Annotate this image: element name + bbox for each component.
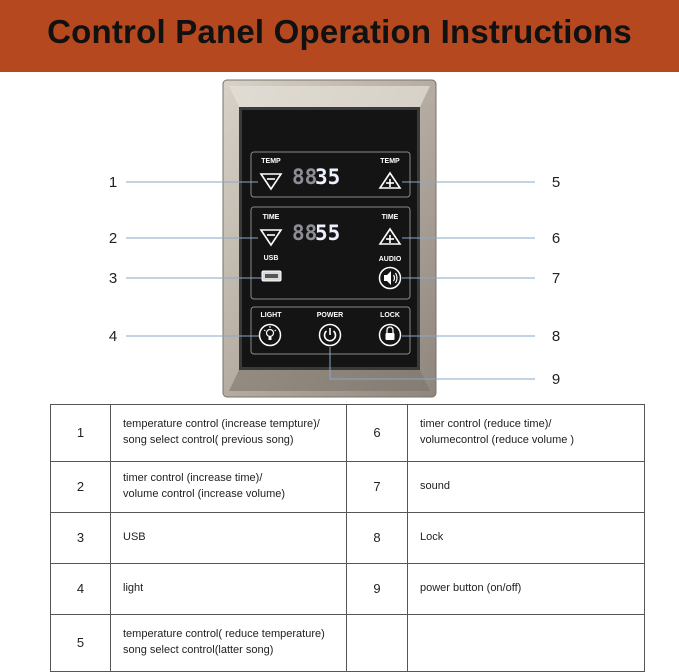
temp-display: 88 35	[292, 165, 340, 189]
callout-7: 7	[552, 270, 560, 287]
item-number: 9	[346, 563, 408, 615]
usb-icon	[261, 270, 282, 282]
time-display-value: 55	[315, 221, 340, 245]
item-description: Lock	[407, 512, 645, 564]
description-line: timer control (increase time)/	[123, 472, 263, 485]
light-button[interactable]	[258, 323, 282, 347]
svg-text:88: 88	[292, 165, 317, 189]
power-button[interactable]	[318, 323, 342, 347]
padlock-icon	[385, 326, 395, 340]
item-description: USB	[110, 512, 347, 564]
temp-group	[250, 151, 411, 198]
description-line: light	[123, 582, 144, 595]
lock-label: LOCK	[380, 312, 400, 319]
callout-3: 3	[109, 270, 117, 287]
description-line: song select control(latter song)	[123, 644, 274, 656]
power-icon	[323, 328, 337, 342]
item-number	[346, 614, 408, 672]
temp-up-label: TEMP	[380, 158, 400, 165]
temp-up-button[interactable]	[378, 171, 402, 189]
time-up-label: TIME	[382, 214, 399, 221]
title-banner: Control Panel Operation Instructions	[0, 0, 679, 72]
item-description: temperature control (increase tempture)/…	[110, 404, 347, 462]
description-line: volumecontrol (reduce volume )	[420, 434, 575, 446]
time-display: 88 55	[292, 221, 340, 245]
callout-1: 1	[109, 174, 117, 191]
time-down-button[interactable]	[259, 229, 283, 247]
description-line: timer control (reduce time)/	[420, 418, 552, 431]
item-number: 8	[346, 512, 408, 564]
usb-label: USB	[264, 255, 279, 262]
speaker-icon	[384, 271, 398, 285]
description-line: volume control (increase volume)	[123, 488, 286, 500]
table-row: 4 light 9 power button (on/off)	[50, 563, 645, 615]
time-up-button[interactable]	[378, 227, 402, 245]
description-line: USB	[123, 531, 146, 544]
usb-port[interactable]	[261, 270, 282, 282]
time-audio-group	[250, 206, 411, 300]
triangle-down-icon	[259, 173, 283, 191]
triangle-down-icon	[259, 229, 283, 247]
item-description: sound	[407, 461, 645, 513]
item-number: 2	[50, 461, 111, 513]
callout-8: 8	[552, 328, 560, 345]
svg-text:88: 88	[292, 221, 317, 245]
power-label: POWER	[317, 312, 343, 319]
item-number: 7	[346, 461, 408, 513]
description-line: song select control( previous song)	[123, 434, 294, 446]
description-line: temperature control( reduce temperature)	[123, 628, 325, 641]
control-panel-diagram: 88 35 88 55 TEMP TEMP TIME TIME USB AUDI…	[109, 79, 560, 398]
callout-2: 2	[109, 230, 117, 247]
page-title: Control Panel Operation Instructions	[47, 13, 632, 50]
callout-4: 4	[109, 328, 117, 345]
callout-6: 6	[552, 230, 560, 247]
item-number: 3	[50, 512, 111, 564]
lightbulb-icon	[263, 326, 277, 340]
lock-button[interactable]	[378, 323, 402, 347]
triangle-up-plus-icon	[378, 171, 402, 189]
description-line: power button (on/off)	[420, 582, 522, 595]
callout-5: 5	[552, 174, 560, 191]
description-line: temperature control (increase tempture)/	[123, 418, 320, 431]
table-row: 2 timer control (increase time)/ volume co…	[50, 461, 645, 513]
temp-display-value: 35	[315, 165, 340, 189]
item-number: 1	[50, 404, 111, 462]
table-row: 3 USB 8 Lock	[50, 512, 645, 564]
item-description: temperature control( reduce temperature)…	[110, 614, 347, 672]
description-line: sound	[420, 480, 450, 493]
item-description	[407, 614, 645, 672]
item-number: 6	[346, 404, 408, 462]
item-description: timer control (reduce time)/ volumecontro…	[407, 404, 645, 462]
time-down-label: TIME	[263, 214, 280, 221]
temp-down-label: TEMP	[261, 158, 281, 165]
item-description: light	[110, 563, 347, 615]
audio-label: AUDIO	[379, 256, 402, 263]
callout-lines	[126, 181, 535, 380]
item-description: power button (on/off)	[407, 563, 645, 615]
description-line: Lock	[420, 531, 444, 544]
triangle-up-plus-icon	[378, 227, 402, 245]
item-number: 4	[50, 563, 111, 615]
callout-9: 9	[552, 371, 560, 388]
light-label: LIGHT	[261, 312, 283, 319]
item-description: timer control (increase time)/ volume con…	[110, 461, 347, 513]
temp-down-button[interactable]	[259, 173, 283, 191]
audio-button[interactable]	[378, 266, 402, 290]
item-number: 5	[50, 614, 111, 672]
